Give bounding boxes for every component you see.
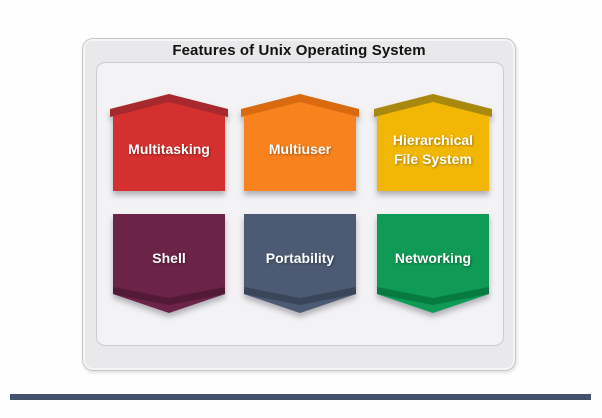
feature-badge-multiuser: Multiuser bbox=[241, 94, 359, 191]
badge-label: Multiuser bbox=[268, 141, 332, 157]
outer-panel: Features of Unix Operating System Multit… bbox=[82, 38, 516, 371]
badge-label: Shell bbox=[152, 250, 186, 266]
bottom-accent-bar bbox=[10, 394, 591, 400]
feature-badge-networking: Networking bbox=[377, 214, 489, 313]
badge-label: Multitasking bbox=[128, 141, 210, 157]
feature-badge-portability: Portability bbox=[244, 214, 356, 313]
feature-badge-hierarchical-file-system: Hierarchical File System bbox=[374, 94, 492, 191]
badge-shape: Portability bbox=[244, 214, 356, 313]
badge-label: Portability bbox=[265, 250, 335, 266]
badge-label: Networking bbox=[394, 250, 472, 266]
feature-badge-shell: Shell bbox=[113, 214, 225, 313]
badge-label: Hierarchical File System bbox=[392, 131, 474, 167]
diagram-title: Features of Unix Operating System bbox=[172, 42, 426, 59]
inner-panel: Multitasking Multiuser Hierarchical File… bbox=[96, 62, 504, 346]
feature-badge-multitasking: Multitasking bbox=[110, 94, 228, 191]
